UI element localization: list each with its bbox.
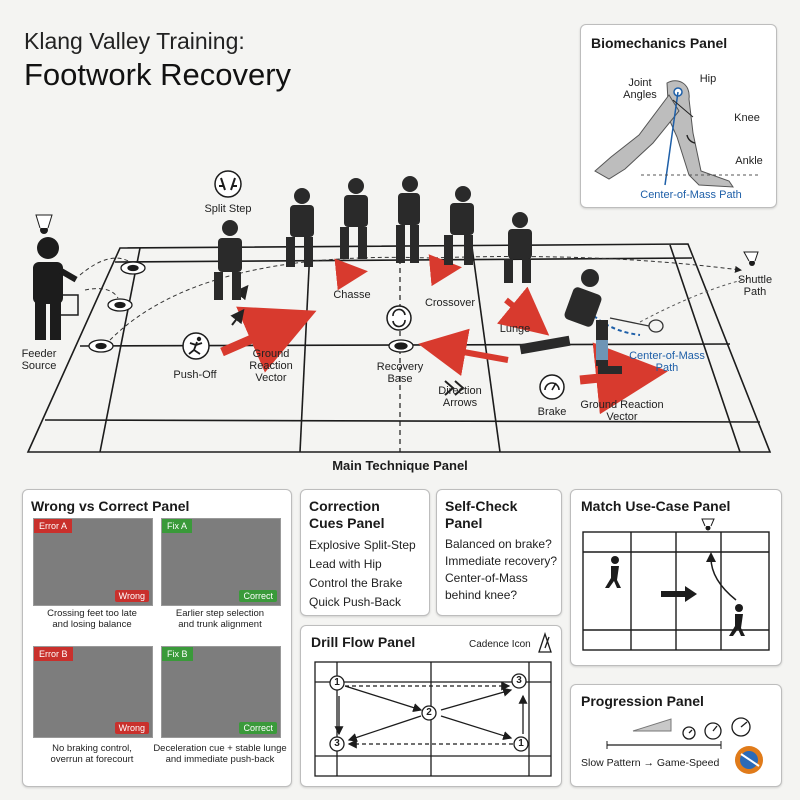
progression-graphic: [606, 717, 751, 749]
caption-error-a: Crossing feet too late and losing balanc…: [47, 608, 137, 630]
progression-panel: Progression Panel Slow Pattern → Game-Sp…: [570, 684, 782, 787]
wrong-vs-correct-panel: Wrong vs Correct Panel Error A Wrong Cro…: [22, 489, 292, 787]
correction-cues-panel: Correction Cues Panel Explosive Split-St…: [300, 489, 430, 616]
photo-error-a: Error A Wrong: [33, 518, 153, 606]
badge-wrong-b: Wrong: [114, 722, 149, 734]
label-lunge: Lunge: [499, 323, 531, 335]
shuttle-icon-path: [743, 251, 759, 266]
label-push-off: Push-Off: [173, 369, 217, 381]
biomechanics-panel: Biomechanics Panel Joint Angles Hip Knee…: [580, 24, 777, 208]
progression-caption: Slow Pattern → Game-Speed: [581, 757, 720, 769]
player-icon-right: [729, 604, 745, 636]
label-crossover: Crossover: [424, 297, 476, 309]
split-step-icon: [214, 170, 242, 198]
main-panel-title: Main Technique Panel: [332, 458, 468, 473]
label-brake: Brake: [537, 406, 567, 418]
selfcheck-title: Self-Check Panel: [445, 498, 518, 531]
title-line-1: Klang Valley Training:: [24, 28, 245, 54]
cue-item: Lead with Hip: [309, 557, 382, 571]
bio-label-hip: Hip: [699, 73, 717, 85]
target-rings: [88, 261, 414, 353]
label-grf-vector-2: Ground Reaction Vector: [580, 399, 664, 423]
cue-item: Explosive Split-Step: [309, 538, 416, 552]
player-icon-left: [605, 556, 621, 588]
photo-fix-a: Fix A Correct: [161, 518, 281, 606]
shuttle-icon-feed: [35, 214, 53, 234]
feeder-person: [33, 237, 78, 340]
correction-title: Correction Cues Panel: [309, 498, 385, 531]
label-shuttle-path: Shuttle Path: [737, 274, 773, 298]
label-com-path: Center-of-Mass Path: [629, 350, 705, 374]
biomechanics-title: Biomechanics Panel: [591, 35, 728, 51]
bio-label-com: Center-of-Mass Path: [640, 189, 742, 201]
match-title: Match Use-Case Panel: [581, 498, 731, 514]
badge-correct-b: Correct: [239, 722, 277, 734]
red-direction-arrows: [220, 254, 668, 415]
match-use-case-panel: Match Use-Case Panel: [570, 489, 782, 666]
badge-wrong-a: Wrong: [114, 590, 149, 602]
tag-error-b: Error B: [34, 647, 73, 661]
check-item: Immediate recovery?: [445, 554, 558, 568]
progression-title: Progression Panel: [581, 693, 704, 709]
label-feeder-source: Feeder Source: [21, 348, 57, 372]
label-split-step: Split Step: [204, 203, 252, 215]
metronome-icon: [538, 632, 552, 653]
caption-fix-b: Deceleration cue + stable lunge and imme…: [153, 743, 287, 765]
self-check-panel: Self-Check Panel Balanced on brake? Imme…: [436, 489, 562, 616]
drill-node-2: 2: [426, 707, 432, 718]
cue-item: Control the Brake: [309, 576, 403, 590]
correction-list: Explosive Split-Step Lead with Hip Contr…: [309, 536, 416, 612]
label-chasse: Chasse: [333, 289, 371, 301]
drill-title: Drill Flow Panel: [311, 634, 416, 650]
title-line-2: Footwork Recovery: [24, 57, 292, 92]
bio-label-joint-angles: Joint Angles: [623, 77, 657, 101]
tag-fix-a: Fix A: [162, 519, 193, 533]
tag-error-a: Error A: [34, 519, 73, 533]
cue-item: Quick Push-Back: [309, 595, 402, 609]
bio-label-knee: Knee: [734, 112, 760, 124]
player-silhouettes: [214, 176, 622, 374]
selfcheck-list: Balanced on brake? Immediate recovery? C…: [445, 536, 557, 604]
label-direction-arrows: Direction Arrows: [438, 385, 482, 409]
recovery-icon: [386, 305, 412, 331]
bio-label-ankle: Ankle: [735, 155, 763, 167]
drill-node-1b: 1: [518, 738, 524, 749]
court-diagram: [26, 170, 772, 453]
label-recovery-base: Recovery Base: [376, 361, 424, 385]
caption-fix-a: Earlier step selection and trunk alignme…: [175, 608, 265, 630]
shuttle-icon-match: [701, 518, 715, 531]
push-off-icon: [182, 332, 210, 360]
caption-error-b: No braking control, overrun at forecourt: [50, 743, 134, 765]
badge-correct-a: Correct: [239, 590, 277, 602]
brake-icon: [539, 374, 565, 400]
drill-court: [314, 661, 552, 777]
leg-diagram: [594, 80, 761, 188]
cadence-label: Cadence Icon: [469, 639, 531, 650]
shuttle-basket: [55, 294, 79, 316]
drill-node-3: 3: [516, 675, 522, 686]
academy-logo: [733, 740, 777, 780]
match-court: [582, 518, 770, 651]
label-grf-vector: Ground Reaction Vector: [249, 348, 293, 384]
drill-flow-panel: Drill Flow Panel Cadence Icon 1 3 2 3 1: [300, 625, 562, 787]
check-item: Center-of-Mass behind knee?: [445, 571, 528, 602]
photo-fix-b: Fix B Correct: [161, 646, 281, 738]
drill-node-3b: 3: [334, 738, 340, 749]
check-item: Balanced on brake?: [445, 537, 552, 551]
tag-fix-b: Fix B: [162, 647, 193, 661]
drill-node-1: 1: [334, 677, 340, 688]
wrong-correct-title: Wrong vs Correct Panel: [31, 498, 190, 514]
photo-error-b: Error B Wrong: [33, 646, 153, 738]
